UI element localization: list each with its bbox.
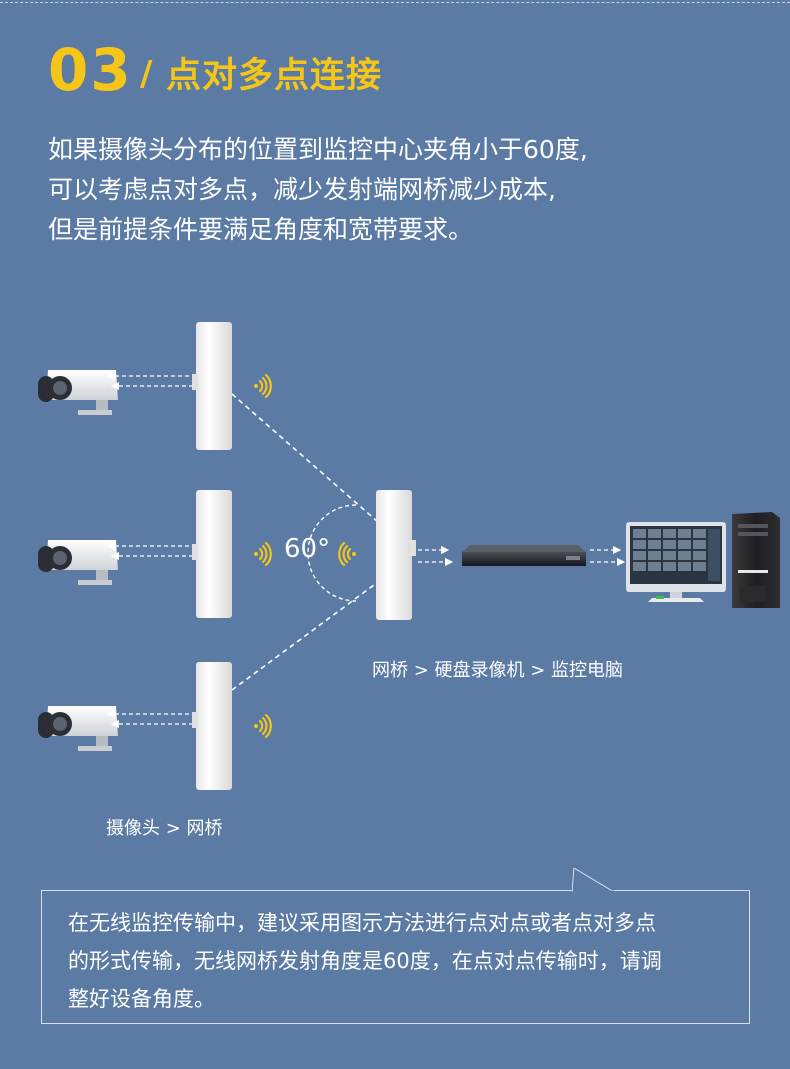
section-number: 03 <box>48 36 133 104</box>
notice-pointer <box>572 868 615 892</box>
diagram-canvas <box>38 322 780 790</box>
network-diagram: 60° 网桥 > 硬盘录像机 > 监控电脑 摄像头 > 网桥 <box>0 290 790 870</box>
nvr-recorder <box>462 545 586 566</box>
section-slash: / <box>140 54 153 94</box>
camera-1 <box>38 370 118 415</box>
section-header: 03 / 点对多点连接 <box>48 36 748 106</box>
camera-links <box>106 371 194 729</box>
nvr-pc-links <box>590 545 626 567</box>
chain-label-right: 网桥 > 硬盘录像机 > 监控电脑 <box>372 660 624 681</box>
beam-bottom <box>231 581 379 691</box>
wifi-signal-icon <box>254 373 356 739</box>
chain-label-left: 摄像头 > 网桥 <box>106 818 223 839</box>
monitor <box>626 522 726 602</box>
angle-arc <box>307 504 357 602</box>
bridge-nvr-links <box>418 545 454 567</box>
intro-line-3: 但是前提条件要满足角度和宽带要求。 <box>48 215 474 244</box>
bridge-3 <box>192 662 232 790</box>
bridge-2 <box>192 490 232 618</box>
central-bridge <box>376 490 416 620</box>
notice-box: 在无线监控传输中，建议采用图示方法进行点对点或者点对多点 的形式传输，无线网桥发… <box>41 868 750 1024</box>
wireless-beams <box>231 393 379 691</box>
intro-line-2: 可以考虑点对多点，减少发射端网桥减少成本, <box>48 175 556 204</box>
camera-3 <box>38 706 118 751</box>
bridge-1 <box>192 322 232 450</box>
notice-line-2: 的形式传输，无线网桥发射角度是60度，在点对点传输时，请调 <box>68 949 662 973</box>
pc-tower <box>732 512 780 608</box>
beam-top <box>231 393 379 523</box>
intro-line-1: 如果摄像头分布的位置到监控中心夹角小于60度, <box>48 135 588 164</box>
notice-line-1: 在无线监控传输中，建议采用图示方法进行点对点或者点对多点 <box>68 911 656 935</box>
section-title: 点对多点连接 <box>166 56 383 96</box>
intro-paragraph: 如果摄像头分布的位置到监控中心夹角小于60度, 可以考虑点对多点，减少发射端网桥… <box>48 130 748 250</box>
angle-label: 60° <box>284 534 331 564</box>
notice-line-3: 整好设备角度。 <box>68 987 215 1011</box>
camera-2 <box>38 540 118 585</box>
top-divider <box>0 0 790 5</box>
